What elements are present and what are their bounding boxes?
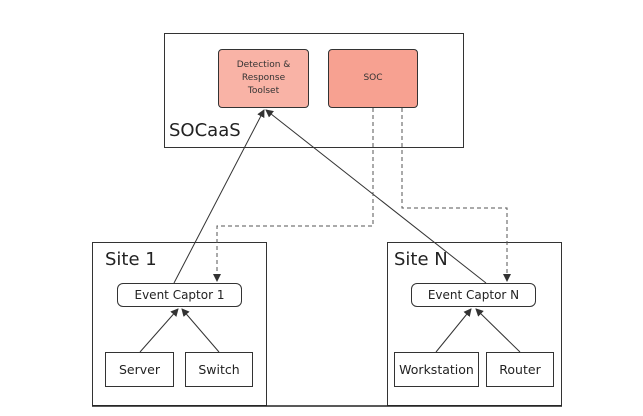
switch-node[interactable]: Switch [185, 352, 253, 387]
router-node[interactable]: Router [486, 352, 554, 387]
server-label: Server [119, 362, 160, 377]
event-captor-1-label: Event Captor 1 [134, 288, 225, 302]
socaas-label: SOCaaS [169, 120, 241, 141]
detection-response-toolset-label: Detection & Response Toolset [236, 60, 291, 96]
switch-label: Switch [198, 362, 240, 377]
soc-label: SOC [363, 73, 383, 83]
site-1-label: Site 1 [105, 249, 157, 270]
site-n-label: Site N [394, 249, 448, 270]
router-label: Router [499, 362, 541, 377]
soc-node[interactable]: SOC [328, 49, 418, 108]
event-captor-1-node[interactable]: Event Captor 1 [117, 283, 242, 307]
workstation-node[interactable]: Workstation [394, 352, 479, 387]
server-node[interactable]: Server [105, 352, 174, 387]
event-captor-n-label: Event Captor N [427, 288, 520, 302]
event-captor-n-node[interactable]: Event Captor N [411, 283, 536, 307]
workstation-label: Workstation [399, 362, 474, 377]
detection-response-toolset-node[interactable]: Detection & Response Toolset [218, 49, 309, 108]
socaas-container: SOCaaS [164, 33, 464, 148]
